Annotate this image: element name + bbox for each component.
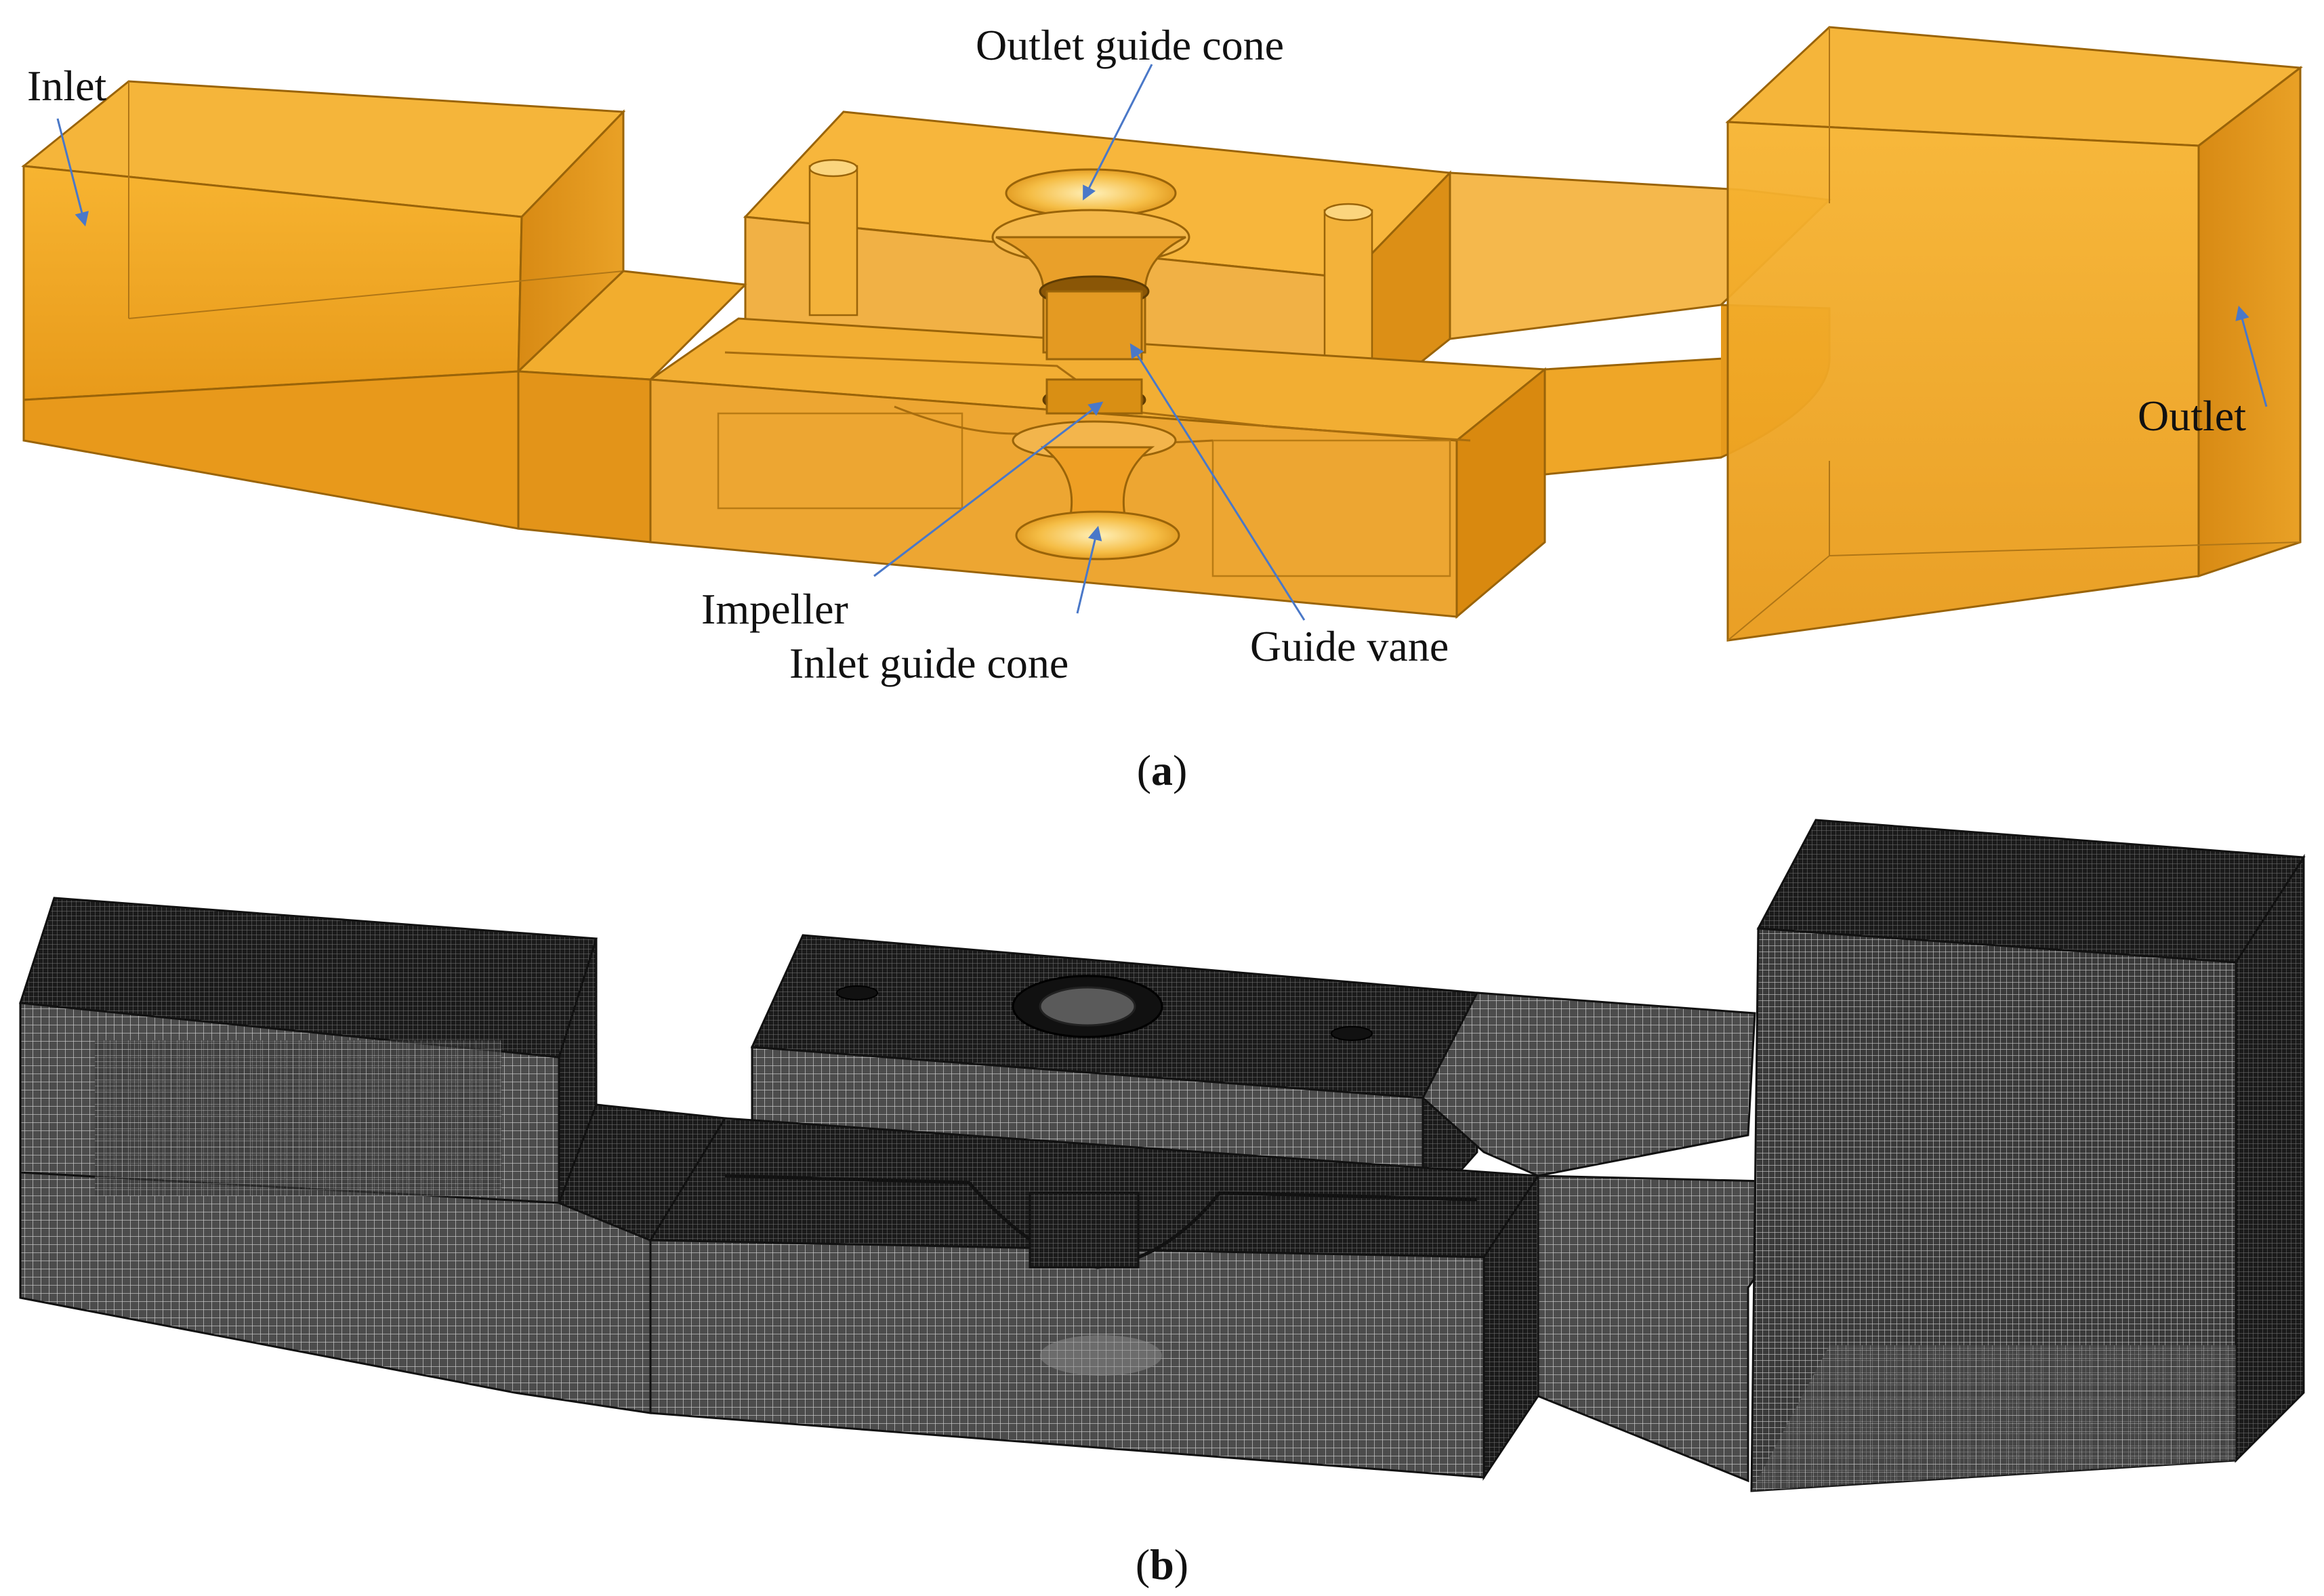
annotation-arrows [56,64,2268,621]
panel-b-mesh: (b) [19,819,2306,1589]
outlet-block [1725,26,2303,642]
outlet-arrow [2235,305,2268,407]
inlet-guide-cone-shape [1015,510,1180,560]
pump-assembly [991,168,1190,560]
impeller-arrow [873,401,1104,577]
outlet-guide-cone-arrow [1083,64,1153,201]
mesh-inlet-block [19,897,652,1414]
mesh-central-housing [648,934,1540,1481]
label-inlet-guide-cone: Inlet guide cone [789,639,1068,687]
guide-vane-arrow [1129,343,1306,621]
inlet-guide-cone-arrow [1076,525,1102,614]
label-outlet-guide-cone: Outlet guide cone [976,21,1284,69]
caption-a: (a) [1137,746,1188,794]
inlet-arrow [56,118,89,227]
panel-a: Inlet Outlet guide cone Outlet Impeller … [21,21,2303,794]
label-inlet: Inlet [27,62,107,110]
label-impeller: Impeller [701,585,848,633]
inlet-channel [516,270,748,544]
mesh-outlet-block [1750,819,2306,1492]
label-guide-vane: Guide vane [1250,622,1449,670]
panel-a-labels: Inlet Outlet guide cone Outlet Impeller … [27,21,2246,687]
mesh-outlet-channel [1422,991,1825,1483]
label-outlet: Outlet [2138,392,2246,440]
caption-b: (b) [1136,1540,1188,1589]
inlet-block [21,80,626,530]
